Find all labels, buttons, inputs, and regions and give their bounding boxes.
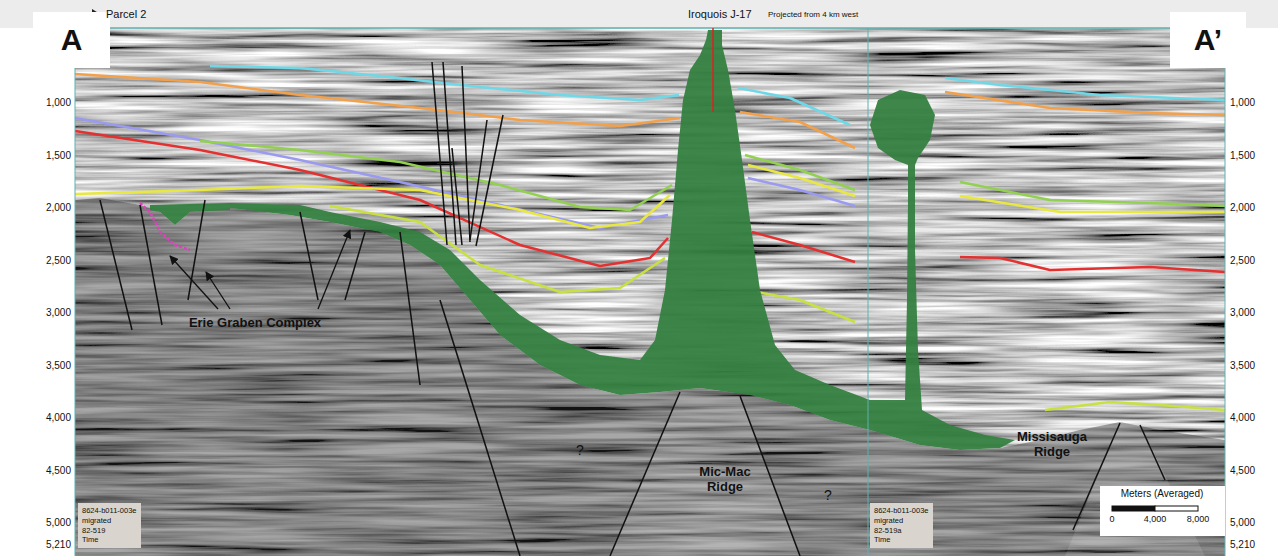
horizon-line: [1045, 402, 1225, 410]
time-axis-label: 2,000: [1230, 202, 1255, 214]
query-mark: ?: [824, 487, 832, 503]
time-axis-label: 1,500: [46, 150, 71, 162]
fault-line: [440, 300, 520, 556]
horizon-line: [960, 257, 1225, 272]
info-line: 82-519a: [874, 526, 929, 536]
fault-line: [452, 148, 462, 245]
fault-line: [300, 212, 318, 300]
section-end-box: A’: [1170, 12, 1246, 68]
structure-label: Missisauga Ridge: [1010, 430, 1094, 460]
time-axis-label: 2,500: [46, 255, 71, 267]
leader-arrow: [318, 230, 350, 309]
horizon-line: [757, 292, 855, 322]
structure-label: Erie Graben Complex: [189, 316, 321, 331]
horizon-line: [960, 196, 1225, 212]
horizon-line: [752, 232, 855, 262]
horizon-line: [748, 165, 855, 196]
faults: [100, 62, 1165, 556]
fault-line: [1140, 425, 1165, 480]
horizon-line: [75, 118, 668, 228]
leaders: [170, 230, 350, 309]
horizon-line: [745, 155, 855, 190]
info-line: 82-519: [82, 526, 137, 536]
scale-segment: [1112, 506, 1155, 511]
well-name: Iroquois J-17: [688, 8, 752, 21]
section-letter: A’: [1194, 25, 1222, 55]
time-axis-label: 2,500: [1230, 255, 1255, 267]
time-axis-label: 4,000: [46, 412, 71, 424]
time-axis-label: 1,000: [46, 97, 71, 109]
section-letter: A: [61, 25, 83, 55]
line-info-box: 8624-b011-003emigrated82-519aTime: [870, 503, 933, 548]
time-axis-label: 3,000: [46, 307, 71, 319]
horizon-line: [945, 78, 1225, 100]
horizon-line: [945, 92, 1225, 115]
scale-text: 0: [1109, 515, 1114, 525]
fault-line: [140, 205, 162, 325]
info-line: 8624-b011-003e: [82, 506, 137, 516]
info-line: migrated: [874, 516, 929, 526]
info-line: Time: [82, 535, 137, 545]
fault-line: [100, 200, 132, 330]
scale-text: 4,000: [1144, 515, 1167, 525]
panel-edge: [75, 27, 1225, 29]
time-axis-label: 1,000: [1230, 97, 1255, 109]
horizon-line: [740, 112, 855, 148]
scale-ground: [1100, 486, 1225, 536]
fault-line: [476, 115, 503, 246]
horizon-line: [75, 74, 680, 126]
scale-bar-box: Meters (Averaged) 0 4,000 8,000: [1100, 486, 1225, 536]
horizon-line: [330, 206, 665, 292]
info-line: 8624-b011-003e: [874, 506, 929, 516]
time-axis-label: 5,210: [46, 539, 71, 551]
leader-arrow: [170, 256, 218, 309]
header-band: [0, 0, 1278, 28]
fault-line: [400, 232, 420, 385]
fault-line: [462, 66, 470, 242]
panel-edge: [1225, 28, 1226, 556]
fault-line: [470, 120, 487, 240]
salt-body: [230, 30, 1015, 450]
line-info-box: 8624-b011-003emigrated82-519Time: [78, 503, 141, 548]
panel-title: Parcel 2: [106, 8, 146, 21]
time-axis-label: 5,000: [46, 517, 71, 529]
scale-text: 8,000: [1187, 515, 1210, 525]
panel-join: [868, 28, 869, 556]
fault-line: [443, 62, 456, 245]
ridge-shade: [610, 392, 800, 556]
query-mark: ?: [576, 442, 584, 458]
info-line: migrated: [82, 516, 137, 526]
time-axis-label: 2,000: [46, 202, 71, 214]
fault-line: [610, 392, 680, 556]
structure-label: Mic-Mac Ridge: [689, 465, 761, 495]
well-line: [712, 28, 714, 112]
info-line: Time: [874, 535, 929, 545]
scale-segment: [1155, 506, 1198, 511]
leader-arrow: [206, 272, 230, 309]
time-axis-label: 4,500: [46, 465, 71, 477]
scale-text: Meters (Averaged): [1121, 488, 1204, 499]
section-end-box: A: [33, 12, 110, 68]
time-axis-label: 4,500: [1230, 465, 1255, 477]
horizon-line: [200, 141, 672, 210]
fault-line: [345, 232, 365, 300]
horizon-line: [75, 131, 668, 266]
well-note: Projected from 4 km west: [768, 10, 858, 19]
time-axis-label: 5,210: [1230, 539, 1255, 551]
time-axis-label: 3,500: [1230, 360, 1255, 372]
time-axis-label: 3,500: [46, 360, 71, 372]
time-axis-label: 5,000: [1230, 517, 1255, 529]
time-axis-label: 1,500: [1230, 150, 1255, 162]
horizon-line: [738, 88, 850, 125]
time-axis-label: 4,000: [1230, 412, 1255, 424]
panel-edge: [75, 28, 76, 556]
time-axis-label: 3,000: [1230, 307, 1255, 319]
salt-body: [150, 203, 230, 225]
seismic-texture: [75, 28, 1225, 556]
